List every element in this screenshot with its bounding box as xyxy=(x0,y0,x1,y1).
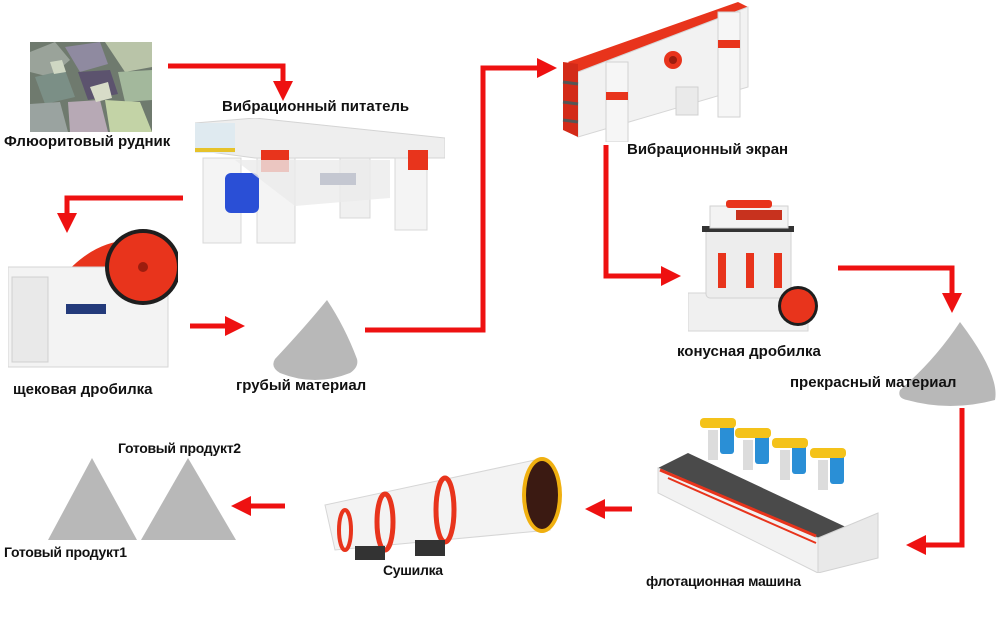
product2-pile-icon xyxy=(141,458,236,540)
arrow-screen-to-cone xyxy=(603,145,681,286)
flotation-cell-group xyxy=(700,418,846,490)
jaw-crusher-icon xyxy=(8,229,178,368)
cone-crusher-icon xyxy=(688,200,818,332)
label-vibrating-screen: Вибрационный экран xyxy=(627,141,789,158)
product1-pile-icon xyxy=(48,458,137,540)
label-coarse-material: грубый материал xyxy=(236,377,367,394)
vibrating-screen-icon xyxy=(562,2,749,142)
arrow-coarse-to-screen xyxy=(365,58,557,333)
label-finished-product-2: Готовый продукт2 xyxy=(118,440,241,456)
arrow-fine-to-flotation xyxy=(906,408,965,555)
label-flotation-machine: флотационная машина xyxy=(646,573,801,589)
arrow-cone-to-fine xyxy=(838,265,962,313)
label-cone-crusher: конусная дробилка xyxy=(677,343,821,360)
coarse-material-pile-icon xyxy=(273,300,358,380)
ore-rocks-icon xyxy=(30,42,152,132)
label-finished-product-1: Готовый продукт1 xyxy=(4,544,127,560)
rotary-dryer-icon xyxy=(324,457,562,560)
label-vibrating-feeder: Вибрационный питатель xyxy=(222,98,410,115)
arrow-mine-to-feeder xyxy=(168,63,293,101)
label-fine-material: прекрасный материал xyxy=(790,374,957,391)
vibrating-feeder-icon xyxy=(195,118,445,244)
fine-material-pile-icon xyxy=(899,322,996,406)
label-dryer: Сушилка xyxy=(383,562,443,578)
label-jaw-crusher: щековая дробилка xyxy=(13,381,153,398)
label-fluorite-mine: Флюоритовый рудник xyxy=(4,133,171,150)
arrow-feeder-to-jaw xyxy=(57,195,183,233)
flotation-machine-icon xyxy=(657,418,879,573)
